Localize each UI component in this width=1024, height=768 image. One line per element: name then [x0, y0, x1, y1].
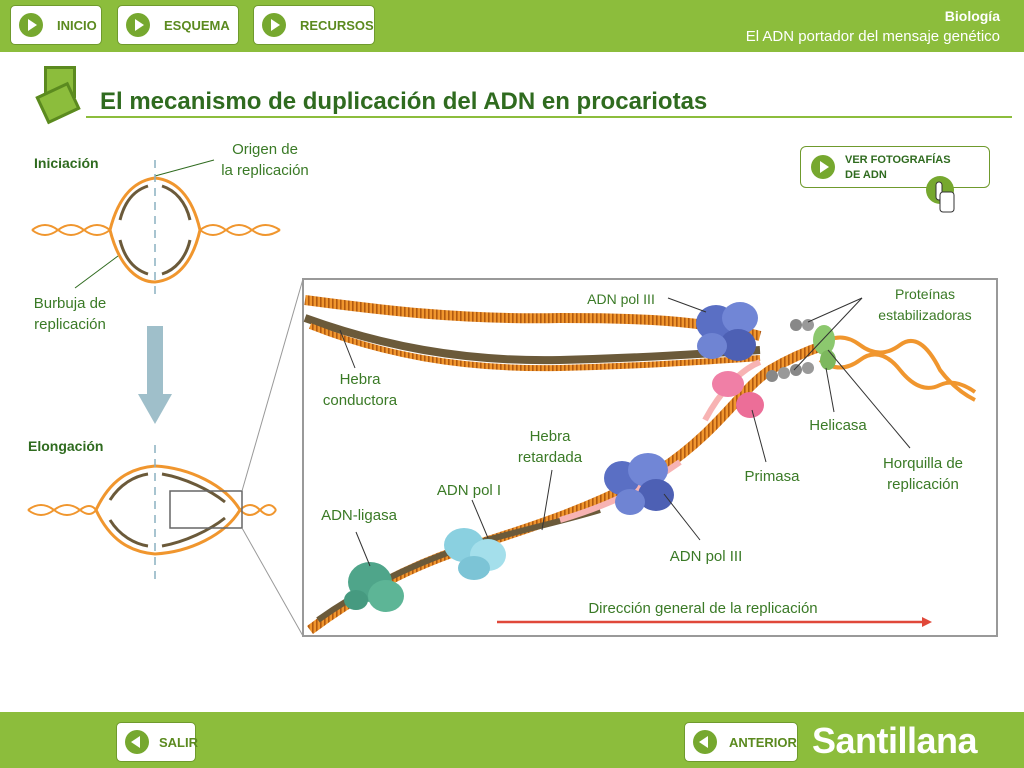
home-button[interactable]: INICIO [10, 5, 102, 45]
direction-arrow [497, 617, 932, 627]
dna-pol-iii-bottom [604, 453, 674, 515]
play-icon [19, 13, 43, 37]
bubble-label-line1: Burbuja de [34, 295, 107, 312]
outline-button[interactable]: ESQUEMA [117, 5, 239, 45]
resources-button[interactable]: RECURSOS [253, 5, 375, 45]
home-button-label: INICIO [57, 17, 97, 33]
dna-ligase [344, 562, 404, 612]
detail-panel [302, 278, 998, 637]
lagging-label-line2: retardada [518, 449, 583, 466]
brand-logo: Santillana [812, 720, 978, 761]
zoom-line-top [241, 278, 304, 492]
photo-button-line1: VER FOTOGRAFÍAS [845, 154, 951, 166]
pol1-leader [471, 499, 489, 539]
subject-info: Biología El ADN portador del mensaje gen… [746, 8, 1000, 45]
origin-label-line2: la replicación [221, 162, 309, 179]
parent-dna-helix [818, 335, 977, 402]
pol3-bottom-leader [663, 493, 701, 541]
previous-button-label: ANTERIOR [729, 734, 797, 750]
unit-name: El ADN portador del mensaje genético [745, 28, 1000, 45]
leading-label-line1: Hebra [340, 371, 382, 388]
view-dna-photos-button[interactable]: VER FOTOGRAFÍAS DE ADN [800, 146, 990, 188]
outline-button-label: ESQUEMA [164, 17, 230, 33]
helicase [813, 325, 836, 370]
pol3-top-label: ADN pol III [587, 291, 655, 307]
proteins-leader-a [807, 297, 863, 323]
dna-pol-iii-top [696, 302, 758, 361]
bubble-leader [74, 255, 119, 289]
play-icon [262, 13, 286, 37]
direction-label: Dirección general de la replicación [588, 600, 817, 617]
previous-button[interactable]: ANTERIOR [684, 722, 798, 762]
subject-name: Biología [944, 8, 1000, 24]
pol1-label: ADN pol I [437, 482, 501, 499]
fork-leader [827, 349, 911, 449]
elongation-heading: Elongación [28, 438, 103, 454]
stabilizing-proteins [766, 319, 814, 382]
ligase-leader [355, 531, 371, 567]
play-icon [811, 155, 835, 179]
leading-label-line2: conductora [323, 392, 398, 409]
leading-leader [339, 329, 356, 369]
back-arrow-icon [125, 730, 149, 754]
lagging-leader [541, 469, 553, 531]
title-underline [86, 116, 1012, 118]
helicase-label: Helicasa [809, 417, 867, 434]
origin-label-line1: Origen de [232, 141, 298, 158]
page-title: El mecanismo de duplicación del ADN en p… [100, 88, 708, 115]
initiation-bubble [31, 160, 281, 300]
ligase-label: ADN-ligasa [321, 507, 398, 524]
proteins-label-line2: estabilizadoras [878, 307, 971, 323]
fork-label-line1: Horquilla de [883, 455, 963, 472]
helicase-leader [825, 367, 835, 413]
leading-strand [303, 295, 762, 372]
initiation-heading: Iniciación [34, 155, 99, 171]
elongation-bubble [27, 445, 277, 580]
fork-label-line2: replicación [887, 476, 959, 493]
lagging-strand [307, 340, 827, 635]
lagging-label-line1: Hebra [530, 428, 572, 445]
pol3-bottom-label: ADN pol III [670, 548, 743, 565]
bubble-label-line2: replicación [34, 316, 106, 333]
zoom-line-bottom [241, 527, 304, 637]
pol3-top-leader [667, 297, 707, 313]
origin-leader [154, 159, 215, 177]
primase-leader [751, 409, 767, 463]
proteins-label-line1: Proteínas [895, 286, 955, 302]
proteins-leader-b [793, 297, 863, 371]
exit-button-label: SALIR [159, 734, 198, 750]
primase-label: Primasa [744, 468, 800, 485]
back-arrow-icon [693, 730, 717, 754]
photo-button-line2: DE ADN [845, 169, 887, 181]
dna-pol-i [444, 528, 506, 580]
down-arrow-icon [138, 326, 172, 424]
resources-button-label: RECURSOS [300, 17, 374, 33]
primase [712, 371, 764, 418]
exit-button[interactable]: SALIR [116, 722, 198, 762]
play-icon [126, 13, 150, 37]
